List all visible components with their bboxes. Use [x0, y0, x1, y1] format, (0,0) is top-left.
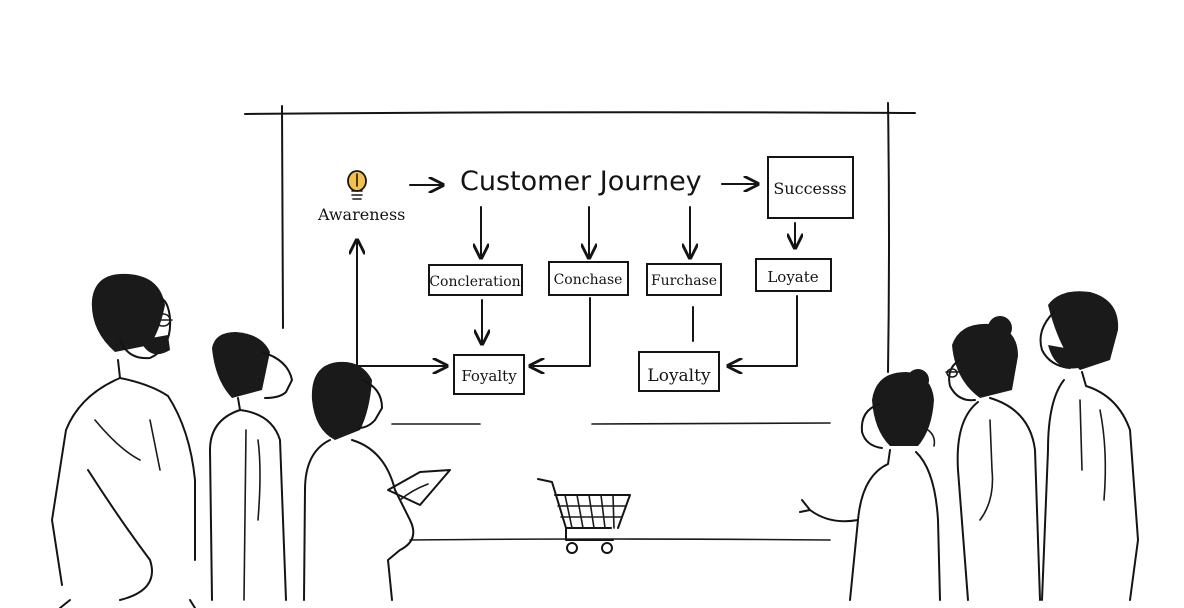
- whiteboard-frame: [244, 102, 916, 425]
- shopping-cart-icon: [537, 478, 631, 554]
- arrow-loyate-to-loyalty: [728, 295, 798, 366]
- floor-line: [409, 538, 831, 541]
- node-success-label: Successs: [773, 179, 846, 198]
- node-furchase-label: Furchase: [651, 273, 717, 289]
- person-right-1: [799, 369, 941, 601]
- node-foyalty-label: Foyalty: [461, 367, 517, 385]
- node-conchase-label: Conchase: [554, 272, 623, 288]
- node-concleration: Concleration: [428, 264, 523, 296]
- person-right-2: [945, 316, 1041, 601]
- node-concleration-label: Concleration: [429, 274, 520, 290]
- awareness-label: Awareness: [317, 205, 405, 224]
- node-success: Successs: [767, 156, 854, 219]
- arrow-to-foyalty-left: [356, 329, 447, 366]
- lightbulb-icon: [347, 170, 367, 200]
- node-foyalty: Foyalty: [453, 354, 525, 395]
- node-furchase: Furchase: [646, 263, 722, 296]
- node-loyate-label: Loyate: [767, 268, 818, 286]
- node-loyalty: Loyalty: [638, 351, 720, 392]
- node-conchase: Conchase: [548, 261, 629, 296]
- diagram-title: Customer Journey: [460, 166, 702, 197]
- person-left-2: [209, 332, 293, 601]
- node-loyalty-label: Loyalty: [647, 366, 711, 386]
- person-left-3: [303, 361, 451, 601]
- arrow-conchase-to-foyalty: [530, 297, 591, 366]
- node-loyate: Loyate: [755, 258, 832, 292]
- person-left-1: [51, 273, 196, 608]
- person-right-3: [1039, 291, 1139, 601]
